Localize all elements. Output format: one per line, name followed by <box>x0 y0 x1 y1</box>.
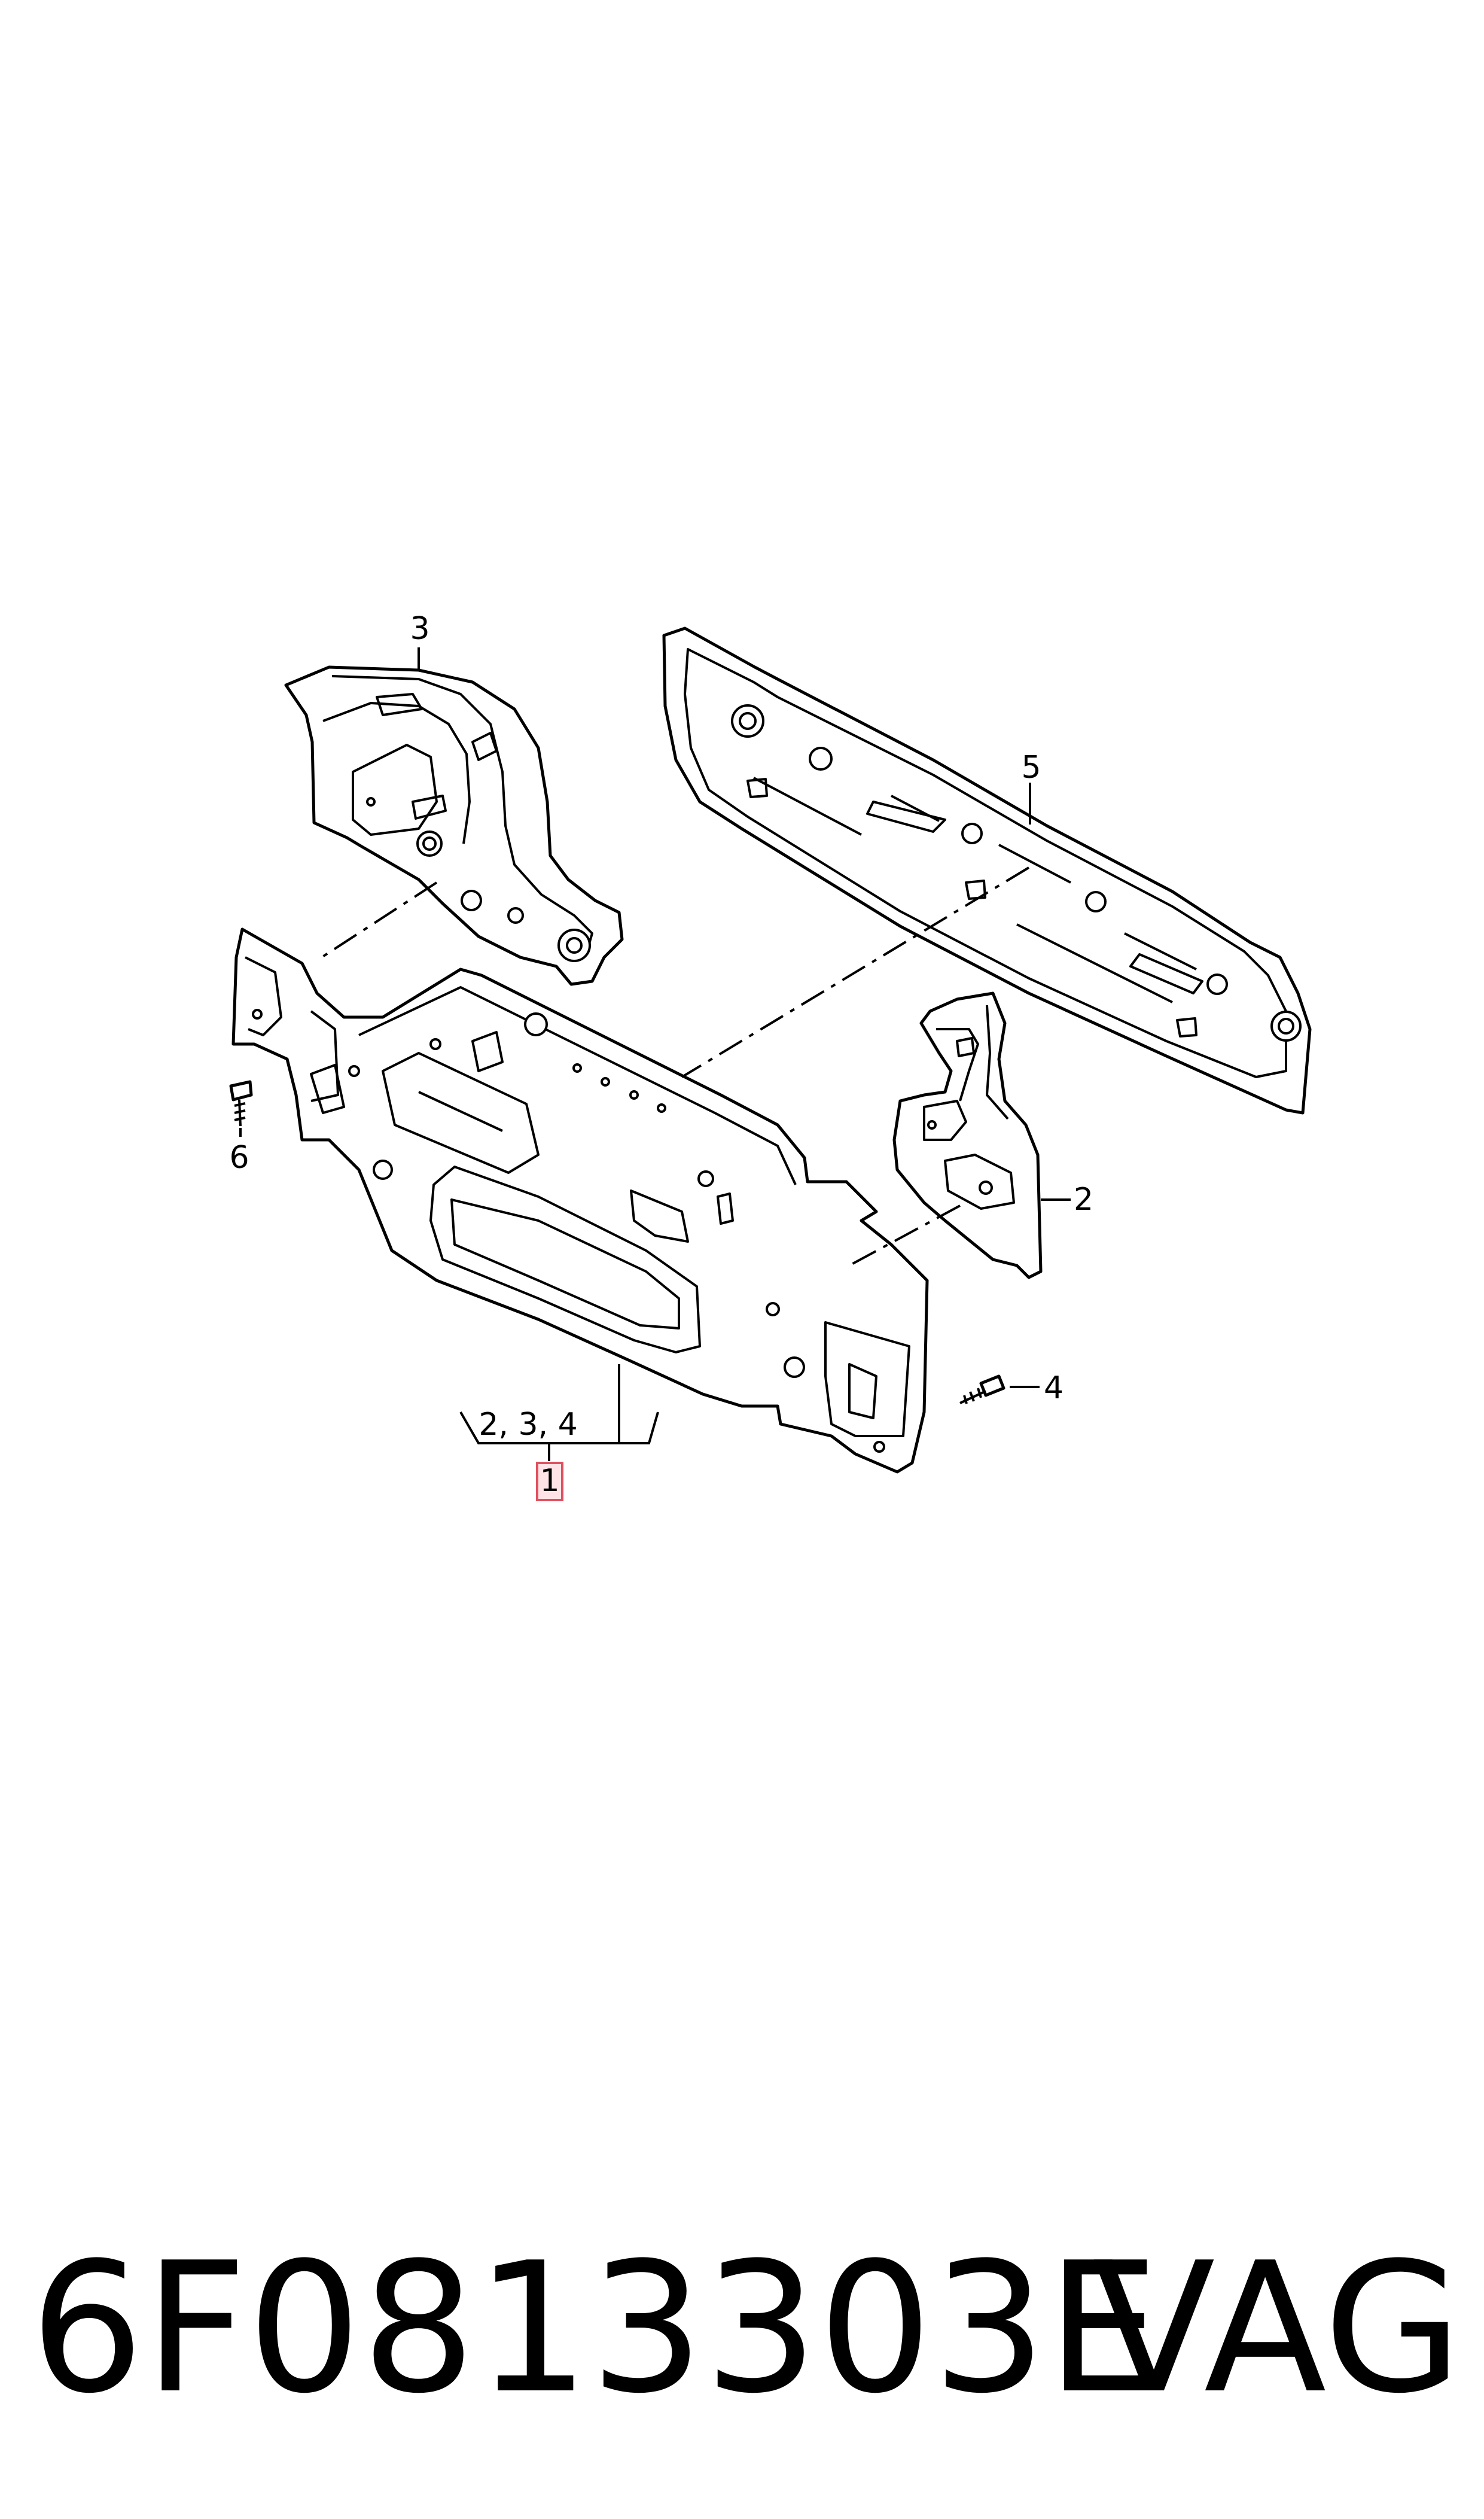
callout-6: 6 <box>229 1140 249 1176</box>
part-5-cross-member <box>662 626 1312 1115</box>
part-4-screw <box>959 1374 1005 1404</box>
brand-text: VAG <box>1093 2224 1462 2433</box>
part-2-bracket <box>892 991 1043 1279</box>
part-1-rear-panel <box>231 927 929 1474</box>
leader-lines <box>239 647 1071 1461</box>
callout-2: 2 <box>1074 1182 1093 1218</box>
part-6-screw <box>229 1080 253 1127</box>
callout-5: 5 <box>1021 750 1041 786</box>
part-3-bracket <box>284 665 624 986</box>
assembly-lines <box>316 866 1030 1267</box>
callout-1: 1 <box>540 1463 559 1499</box>
callout-3: 3 <box>410 611 429 647</box>
callout-1-highlight <box>536 1462 563 1501</box>
callout-group: 2, 3, 4 <box>479 1407 577 1443</box>
part-number-text: 6F0813303E <box>30 2224 1160 2433</box>
callout-4: 4 <box>1044 1370 1064 1406</box>
